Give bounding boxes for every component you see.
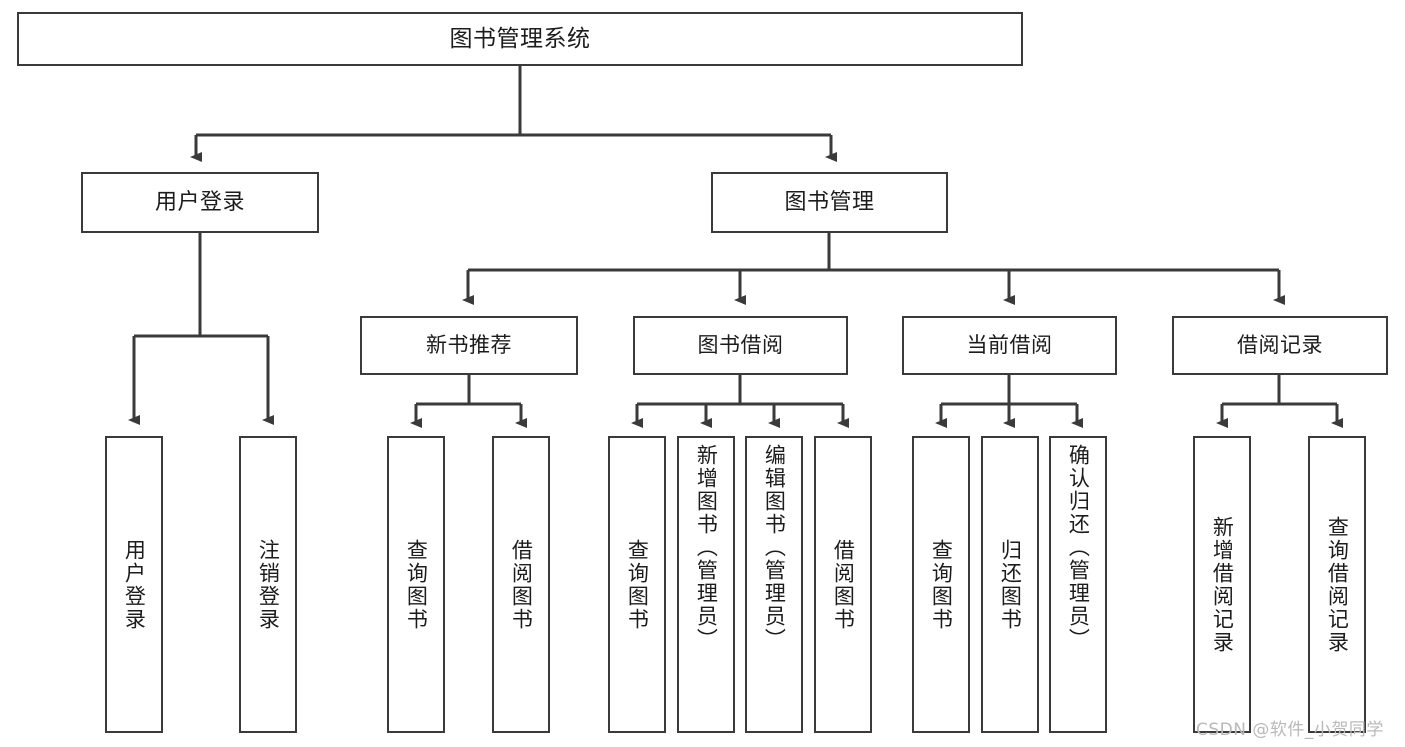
node-label: 借阅记录 (1237, 333, 1323, 358)
node-leaf-add-borrow-record[interactable]: 新增借阅记录 (1193, 436, 1251, 733)
node-label: 查询图书 (929, 538, 954, 631)
node-label: 编辑图书（管理员） (762, 444, 787, 651)
node-leaf-return-book[interactable]: 归还图书 (981, 436, 1039, 733)
node-leaf-query-book-current[interactable]: 查询图书 (912, 436, 970, 733)
csdn-watermark: CSDN @软件_小贺同学 (1196, 720, 1384, 740)
node-label: 图书管理系统 (449, 25, 591, 52)
node-leaf-borrow-book-recommend[interactable]: 借阅图书 (492, 436, 550, 733)
node-leaf-borrow-book[interactable]: 借阅图书 (814, 436, 872, 733)
node-borrow-record[interactable]: 借阅记录 (1172, 316, 1388, 375)
node-label: 查询图书 (404, 538, 429, 631)
node-leaf-query-book-borrow[interactable]: 查询图书 (608, 436, 666, 733)
node-label: 确认归还（管理员） (1066, 444, 1091, 651)
node-leaf-query-book-recommend[interactable]: 查询图书 (387, 436, 445, 733)
node-current-borrow[interactable]: 当前借阅 (902, 316, 1117, 375)
node-label: 查询图书 (625, 538, 650, 631)
node-label: 当前借阅 (966, 333, 1053, 358)
node-leaf-query-borrow-record[interactable]: 查询借阅记录 (1308, 436, 1366, 733)
node-label: 新增借阅记录 (1210, 515, 1235, 654)
node-label: 图书借阅 (697, 333, 784, 358)
node-label: 归还图书 (998, 538, 1023, 631)
node-label: 新增图书（管理员） (694, 444, 719, 651)
node-label: 借阅图书 (831, 538, 856, 631)
node-root-system[interactable]: 图书管理系统 (17, 12, 1023, 66)
node-new-book-recommendation[interactable]: 新书推荐 (360, 316, 578, 375)
node-leaf-logout[interactable]: 注销登录 (239, 436, 297, 733)
node-book-manage[interactable]: 图书管理 (711, 172, 948, 233)
node-leaf-user-login[interactable]: 用户登录 (105, 436, 163, 733)
node-label: 用户登录 (122, 538, 147, 631)
node-leaf-confirm-return[interactable]: 确认归还（管理员） (1049, 436, 1107, 733)
node-label: 查询借阅记录 (1325, 515, 1350, 654)
node-book-borrow[interactable]: 图书借阅 (633, 316, 848, 375)
node-leaf-add-book[interactable]: 新增图书（管理员） (677, 436, 735, 733)
node-label: 注销登录 (256, 538, 281, 631)
node-label: 新书推荐 (426, 333, 512, 358)
node-label: 借阅图书 (509, 538, 534, 631)
node-label: 用户登录 (154, 189, 245, 215)
node-label: 图书管理 (784, 189, 875, 215)
node-leaf-edit-book[interactable]: 编辑图书（管理员） (745, 436, 803, 733)
node-user-login[interactable]: 用户登录 (81, 172, 319, 233)
